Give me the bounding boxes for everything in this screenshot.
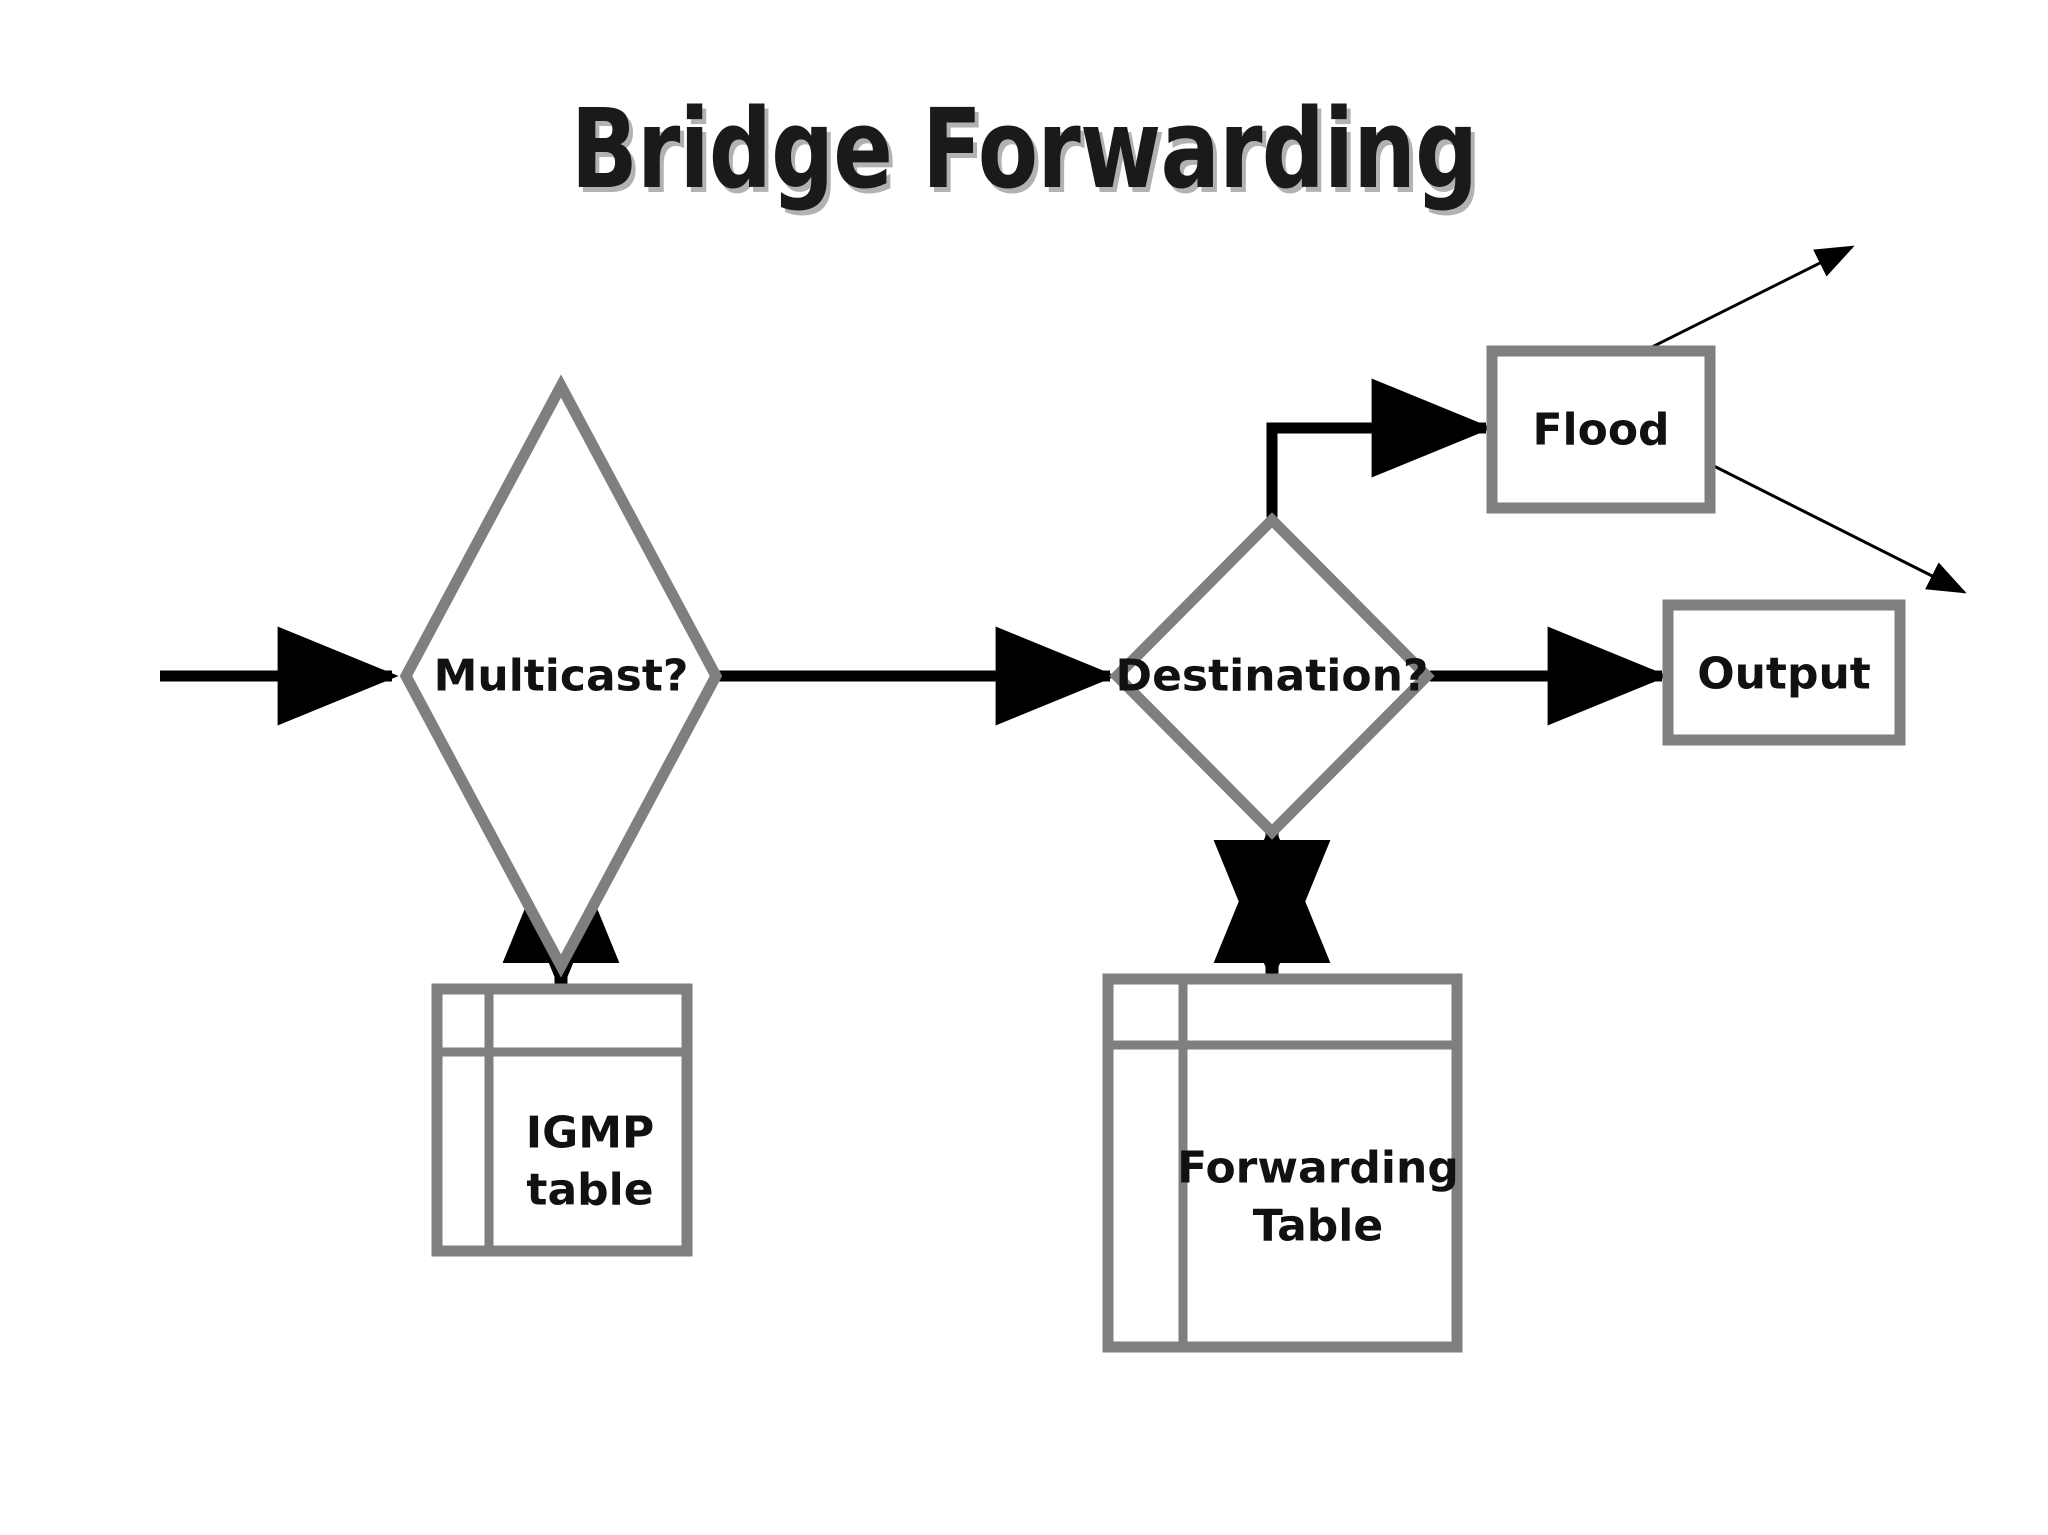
forwarding-table-outline [1102,973,1463,1353]
node-destination-decision[interactable]: Destination? [1109,512,1435,840]
node-multicast-decision[interactable]: Multicast? [399,374,723,978]
destination-diamond-shape [1109,512,1435,840]
node-flood-box[interactable]: Flood [1486,345,1716,514]
flood-box-shape [1486,345,1716,514]
multicast-diamond-shape [399,374,723,978]
edge-destination-to-flood [1266,378,1493,520]
output-box-shape [1662,599,1906,746]
flood-label: Flood [1532,405,1669,456]
igmp-table-label-line2: table [526,1165,653,1216]
multicast-label: Multicast? [434,651,689,702]
igmp-table-outline [431,983,693,1257]
forwarding-table-label-line1: Forwarding [1177,1143,1459,1194]
igmp-table-label-line1: IGMP [526,1108,655,1159]
page-title: Bridge Forwarding [570,85,1478,213]
node-forwarding-table[interactable]: Forwarding Table [1102,973,1463,1353]
edge-flood-out-down [1695,455,1967,594]
node-output-box[interactable]: Output [1662,599,1906,746]
node-igmp-table[interactable]: IGMP table [431,983,693,1257]
output-label: Output [1697,649,1871,700]
destination-label: Destination? [1116,651,1429,702]
forwarding-table-label-line2: Table [1253,1201,1383,1252]
